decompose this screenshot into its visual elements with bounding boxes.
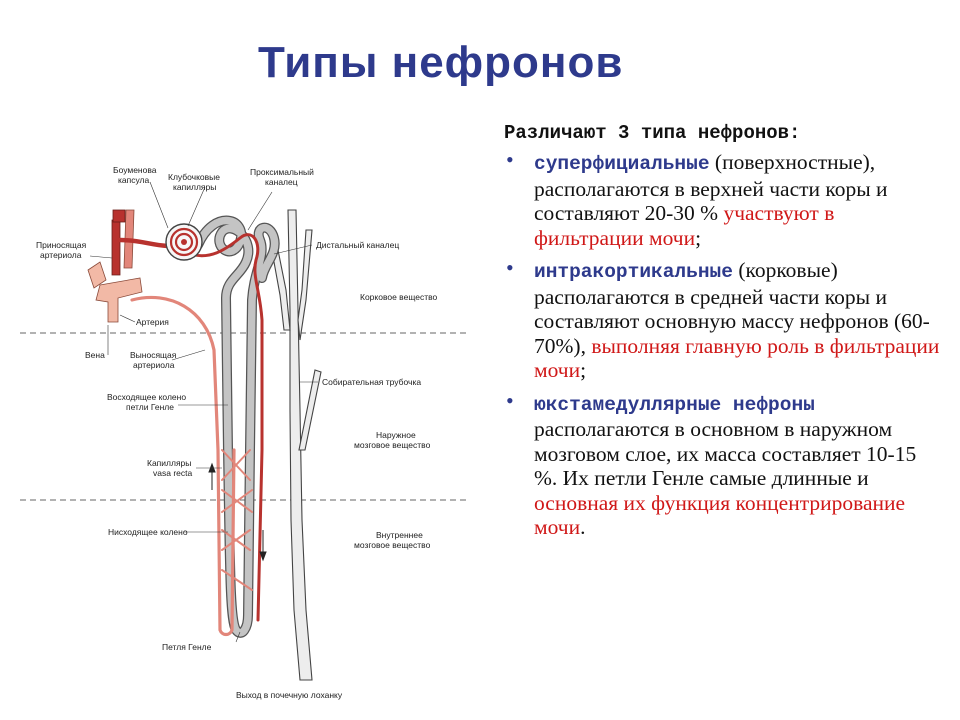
nephron-type-item: • юкстамедуллярные нефроны располагаются … bbox=[504, 387, 944, 540]
label-afferent-1: Приносящая bbox=[36, 240, 87, 250]
label-afferent-2: артериола bbox=[40, 250, 82, 260]
type-text: располагаются в основном в наружном мозг… bbox=[534, 417, 917, 490]
label-inner-medulla-2: мозговое вещество bbox=[354, 540, 431, 550]
type-highlight: выполняя главную роль в фильтрации мочи bbox=[534, 333, 940, 383]
page-title: Типы нефронов bbox=[258, 38, 624, 87]
label-vein: Вена bbox=[85, 350, 105, 360]
label-exit: Выход в почечную лоханку bbox=[236, 690, 343, 700]
label-artery: Артерия bbox=[136, 317, 169, 327]
nephron-type-item: • суперфициальные (поверхностные), распол… bbox=[504, 147, 944, 250]
label-glomerular-1: Клубочковые bbox=[168, 172, 220, 182]
type-term: суперфициальные bbox=[534, 153, 710, 175]
type-text: (поверхностные), располагаются в верхней… bbox=[534, 150, 888, 225]
type-highlight: основная их функция концентрирование моч… bbox=[534, 490, 906, 540]
nephron-types-list: • суперфициальные (поверхностные), распол… bbox=[504, 147, 944, 548]
label-ascending-1: Восходящее колено bbox=[107, 392, 186, 402]
label-descending: Нисходящее колено bbox=[108, 527, 188, 537]
label-outer-medulla-2: мозговое вещество bbox=[354, 440, 431, 450]
label-ascending-2: петли Генле bbox=[126, 402, 174, 412]
label-leaders bbox=[89, 181, 318, 643]
type-term: интракортикальные bbox=[534, 261, 733, 283]
type-highlight: участвуют в фильтрации мочи bbox=[534, 201, 835, 250]
bullet-icon: • bbox=[506, 147, 514, 172]
bullet-icon: • bbox=[506, 387, 514, 413]
nephron-diagram: Боуменова капсула Клубочковые капилляры … bbox=[0, 150, 500, 720]
label-glomerular-2: капилляры bbox=[173, 182, 216, 192]
flow-arrows bbox=[208, 462, 267, 562]
label-vasa-recta-1: Капилляры bbox=[147, 458, 191, 468]
artery-vein bbox=[87, 209, 143, 323]
label-outer-medulla-1: Наружное bbox=[376, 430, 416, 440]
label-loop: Петля Генле bbox=[162, 642, 212, 652]
label-proximal-1: Проксимальный bbox=[250, 167, 314, 177]
label-efferent-1: Выносящая bbox=[130, 350, 177, 360]
label-distal: Дистальный каналец bbox=[316, 240, 399, 250]
blood-vessels bbox=[117, 233, 264, 637]
type-tail: ; bbox=[580, 358, 587, 382]
type-tail: . bbox=[580, 515, 586, 539]
type-tail: ; bbox=[695, 225, 702, 250]
label-bowman-1: Боуменова bbox=[113, 165, 157, 175]
label-cortex: Корковое вещество bbox=[360, 292, 438, 302]
label-bowman-2: капсула bbox=[118, 175, 150, 185]
types-lead: Различают 3 типа нефронов: bbox=[504, 122, 801, 144]
label-inner-medulla-1: Внутреннее bbox=[376, 530, 423, 540]
label-collecting: Собирательная трубочка bbox=[322, 377, 421, 387]
glomerulus bbox=[165, 223, 203, 261]
label-proximal-2: каналец bbox=[265, 177, 298, 187]
nephron-type-item: • интракортикальные (корковые) располагаю… bbox=[504, 255, 944, 383]
bullet-icon: • bbox=[506, 255, 514, 280]
label-vasa-recta-2: vasa recta bbox=[153, 468, 192, 478]
type-term: юкстамедуллярные нефроны bbox=[534, 393, 815, 416]
nephron-tubule bbox=[193, 215, 280, 638]
label-efferent-2: артериола bbox=[133, 360, 175, 370]
collecting-duct bbox=[269, 209, 322, 681]
type-text: (корковые) располагаются в средней части… bbox=[534, 258, 930, 358]
